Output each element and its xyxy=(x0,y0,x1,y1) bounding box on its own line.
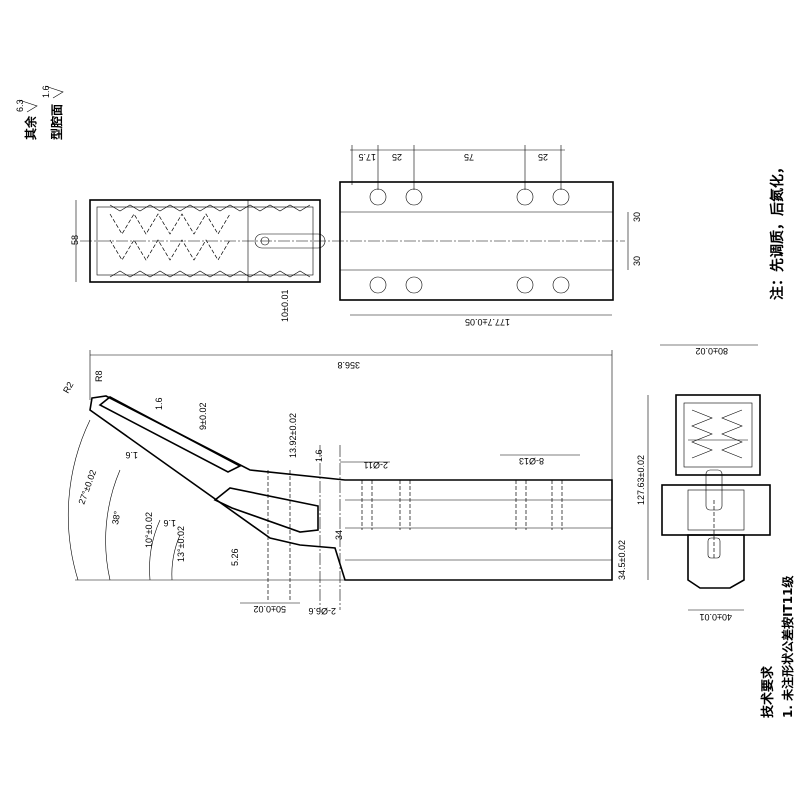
dim-38-deg: 38° xyxy=(110,510,122,526)
dim-34: 34 xyxy=(334,530,344,540)
top-hole xyxy=(369,188,387,206)
roughness-symbol-icon xyxy=(18,99,38,113)
dim-40: 40±0.01 xyxy=(700,612,732,622)
dim-17-5: 17.5 xyxy=(358,152,376,162)
spring-top xyxy=(109,213,231,235)
dim-177-7: 177.7±0.05 xyxy=(465,317,510,327)
top-hole xyxy=(552,188,570,206)
dim-1-6-d: 1.6 xyxy=(163,518,176,528)
front-angled-arm xyxy=(98,396,242,473)
heat-treatment-text: 注：先调质，后氮化， xyxy=(769,160,786,300)
dim-10-deg: 10°±0.02 xyxy=(144,512,154,548)
dim-1-6-a: 1.6 xyxy=(154,397,164,410)
top-hole xyxy=(516,276,534,294)
angle-arc-27 xyxy=(68,419,91,581)
top-hole xyxy=(516,188,534,206)
side-housing xyxy=(675,394,761,476)
dim-58: 58 xyxy=(70,235,80,245)
top-housing-inner xyxy=(96,206,314,276)
angle-arc-13 xyxy=(171,534,181,581)
dim-25-left: 25 xyxy=(392,152,402,162)
technical-requirements: 技术要求 1. 未注形状公差按IT11级 xyxy=(760,576,795,718)
angle-arc-38 xyxy=(105,469,121,581)
front-view: 356.8 R8 R2 1.6 9±0.02 1. xyxy=(61,350,649,616)
dim-356-8: 356.8 xyxy=(337,360,360,370)
tech-requirements-item: 1. 未注形状公差按IT11级 xyxy=(780,576,795,718)
dim-r2: R2 xyxy=(61,380,75,395)
dim-50: 50±0.02 xyxy=(254,604,286,614)
side-view: 80±0.02 40±0.01 xyxy=(660,344,771,622)
dim-127-63: 127.63±0.02 xyxy=(636,455,646,505)
roughness-profile-label: 型腔面 xyxy=(49,104,64,140)
dim-34-5: 34.5±0.02 xyxy=(617,540,627,580)
top-hole xyxy=(369,276,387,294)
dim-2-d6-6: 2-Ø6.6 xyxy=(308,606,336,616)
side-tongue xyxy=(687,534,745,589)
dim-27-deg: 27°±0.02 xyxy=(76,468,98,505)
dim-13-deg: 13°±0.02 xyxy=(176,526,186,562)
top-hole xyxy=(405,276,423,294)
tech-requirements-title: 技术要求 xyxy=(760,665,776,718)
dim-5-26: 5.26 xyxy=(230,548,240,566)
dim-25-right: 25 xyxy=(538,152,548,162)
roughness-profile-value: 1.6 xyxy=(41,85,51,98)
dim-75: 75 xyxy=(464,152,474,162)
dim-13-92: 13.92±0.02 xyxy=(288,413,298,458)
dim-8-d13: 8-Ø13 xyxy=(519,456,544,466)
angle-arc-10 xyxy=(149,519,161,581)
top-hole xyxy=(552,276,570,294)
roughness-notes: 其余 6.3 型腔面 1.6 xyxy=(15,85,64,140)
dim-r8: R8 xyxy=(94,370,104,382)
dim-1-6-c: 1.6 xyxy=(314,449,324,462)
top-hole xyxy=(405,188,423,206)
dim-9: 9±0.02 xyxy=(198,403,208,430)
dim-1-6-b: 1.6 xyxy=(125,450,138,460)
front-inner-slot xyxy=(213,487,319,533)
dim-10: 10±0.01 xyxy=(280,290,290,322)
top-view: 17.5 25 75 25 58 30 30 10±0.01 177.7±0.0… xyxy=(70,145,642,327)
spring-mid xyxy=(109,239,231,261)
dim-80: 80±0.02 xyxy=(696,346,728,356)
roughness-rest-label: 其余 xyxy=(23,115,38,140)
roughness-rest-value: 6.3 xyxy=(15,99,25,112)
heat-treatment-note: 注：先调质，后氮化， xyxy=(769,160,786,300)
dim-2-d11: 2-Ø11 xyxy=(364,460,388,470)
front-outline xyxy=(89,395,613,581)
side-spring xyxy=(691,409,713,459)
dim-30-bottom: 30 xyxy=(632,256,642,266)
roughness-symbol-icon xyxy=(44,85,64,99)
dim-30-top: 30 xyxy=(632,212,642,222)
